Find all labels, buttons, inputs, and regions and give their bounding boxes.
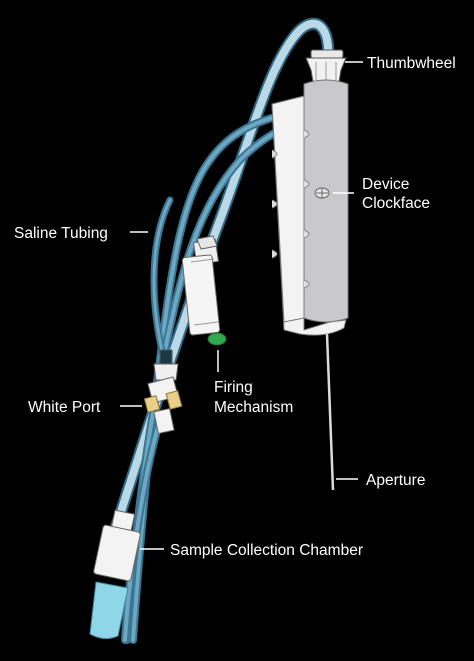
firing-mechanism-label-line2: Mechanism <box>214 399 293 416</box>
white-port-part <box>143 349 183 435</box>
thumbwheel-part <box>305 49 347 83</box>
saline-tubing-label: Saline Tubing <box>14 225 108 242</box>
device-clockface-label-line2: Clockface <box>362 195 430 212</box>
sample-collection-chamber-label: Sample Collection Chamber <box>170 542 363 559</box>
aperture-needle <box>325 333 335 491</box>
leader-lines <box>120 61 363 550</box>
sample-collection-chamber-part <box>89 509 141 640</box>
aperture-label: Aperture <box>366 472 425 489</box>
thumbwheel-label: Thumbwheel <box>367 55 456 72</box>
white-port-label: White Port <box>28 399 101 416</box>
device-clockface-label-line1: Device <box>362 176 409 193</box>
firing-mechanism-label-line1: Firing <box>214 379 253 396</box>
device-clockface-dial <box>314 187 330 199</box>
firing-mechanism-part <box>181 235 227 346</box>
device-body <box>271 79 349 336</box>
